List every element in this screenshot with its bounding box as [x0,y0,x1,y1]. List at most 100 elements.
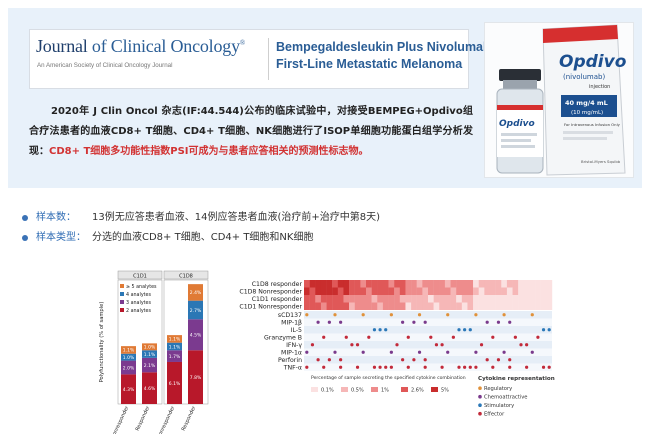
heatmap-cell [444,280,451,288]
cytokine-dot [339,365,343,369]
vial-brand: Opdivo [499,119,535,129]
heatmap-cell [315,287,322,295]
heatmap-cell [315,280,322,288]
facet-label: C1D8 [179,274,193,280]
heatmap-cell [394,287,401,295]
heatmap-cell [411,280,417,288]
heatmap-cell [456,295,463,303]
heatmap-cell [540,302,547,310]
cytokine-dot [322,335,326,339]
cytokine-legend-dot [478,403,482,407]
bar-data-label: 6.1% [169,381,181,387]
heatmap-cell [332,302,339,310]
heatmap-cell [422,280,429,288]
bullet-label: 样本类型： [36,232,86,243]
heatmap-cell [473,280,479,288]
facet-panel [117,279,163,405]
heatmap-cell [450,280,457,288]
cytokine-dot [361,350,365,354]
heatmap-cell [332,287,339,295]
heatmap-cell [315,295,322,303]
bar-segment [167,350,182,362]
cytokine-label: Granzyme B [264,335,302,342]
cytokine-dot [463,328,467,332]
cytokine-dot [502,313,506,317]
carton-brand: Opdivo [559,52,627,72]
cytokine-legend-dot [478,411,482,416]
cytokine-dot [327,320,331,324]
heatmap-cell [450,295,457,303]
heatmap-cell [461,287,468,295]
scale-swatch [401,387,408,392]
heatmap-cell [349,295,355,303]
bar-data-label: 2.1% [144,363,156,369]
heatmap-cell [399,295,406,303]
heatmap-cell [461,302,468,310]
cytokine-legend-label: Chemoattractive [484,395,527,401]
heatmap-cell [343,287,350,295]
cytokine-legend-label: Effector [484,412,505,418]
heatmap-cell [490,295,496,303]
legend-label: 2 analytes [126,308,151,314]
heatmap-cell [428,302,434,310]
cytokine-dot [508,358,512,362]
cytokine-dot [355,343,360,347]
cytokine-dot [333,313,337,317]
heatmap-cell [506,287,513,295]
heatmap-cell [506,295,513,303]
cytokine-dot [344,335,348,339]
heatmap-cell [529,295,536,303]
heatmap-cell [399,280,406,288]
heatmap-cell [495,295,502,303]
heatmap-cell [416,295,423,303]
cytokine-label: MIP-1β [281,320,302,327]
heatmap-cell [523,295,530,303]
heatmap-cell [382,280,389,288]
cytokine-label: Perforin [278,357,302,364]
heatmap-cell [540,280,547,288]
heatmap-cell [518,287,525,295]
legend-swatch [120,300,124,304]
heatmap-cell [456,280,463,288]
cytokine-dot [423,320,427,324]
cytokine-legend-dot [478,394,482,399]
x-tick-label: Nonresponder [110,404,131,434]
heatmap-cell [495,302,502,310]
cytokine-dot [513,335,517,339]
heatmap-cell [461,295,468,303]
cytokine-dot [305,365,309,369]
cytokine-dot [361,313,365,317]
legend-label: 3 analytes [126,300,151,306]
heatmap-cell [360,287,367,295]
cytokine-dot [491,365,495,369]
heatmap-cell [337,287,344,295]
sample-type-item: 样本类型： 分选的血液CD8+ T细胞、CD4+ T细胞和NK细胞 [22,228,632,248]
cytokine-dot [378,365,382,369]
heatmap-cell [523,280,530,288]
opdivo-product-illustration: Opdivo (nivolumab) injection 40 mg/4 mL … [496,24,627,176]
heatmap-cell [529,280,536,288]
cytokine-label: TNF-α [283,365,302,372]
heatmap-cell [320,287,327,295]
heatmap-cell [326,280,333,288]
cytokine-dot [316,358,320,362]
heatmap-cell [535,302,541,310]
heatmap-cell [320,280,327,288]
heatmap-cell [354,295,361,303]
bar-data-label: 1.1% [169,337,181,343]
bar-data-label: 4.6% [144,386,156,392]
heatmap-cell [411,287,417,295]
heatmap-cell [512,287,519,295]
heatmap-cell [467,295,474,303]
heatmap-cell [377,280,384,288]
cytokine-legend-label: Stimulatory [484,403,514,409]
heatmap-cell [366,280,372,288]
bar-segment [188,284,203,301]
heatmap-cell [360,280,367,288]
heatmap-cell [388,302,395,310]
opdivo-product-photo: Opdivo (nivolumab) injection 40 mg/4 mL … [484,22,634,178]
cytokine-dot [350,343,354,347]
heatmap-cell [473,302,479,310]
legend-label: ≥ 5 analytes [126,284,157,290]
heatmap-cell [428,287,434,295]
